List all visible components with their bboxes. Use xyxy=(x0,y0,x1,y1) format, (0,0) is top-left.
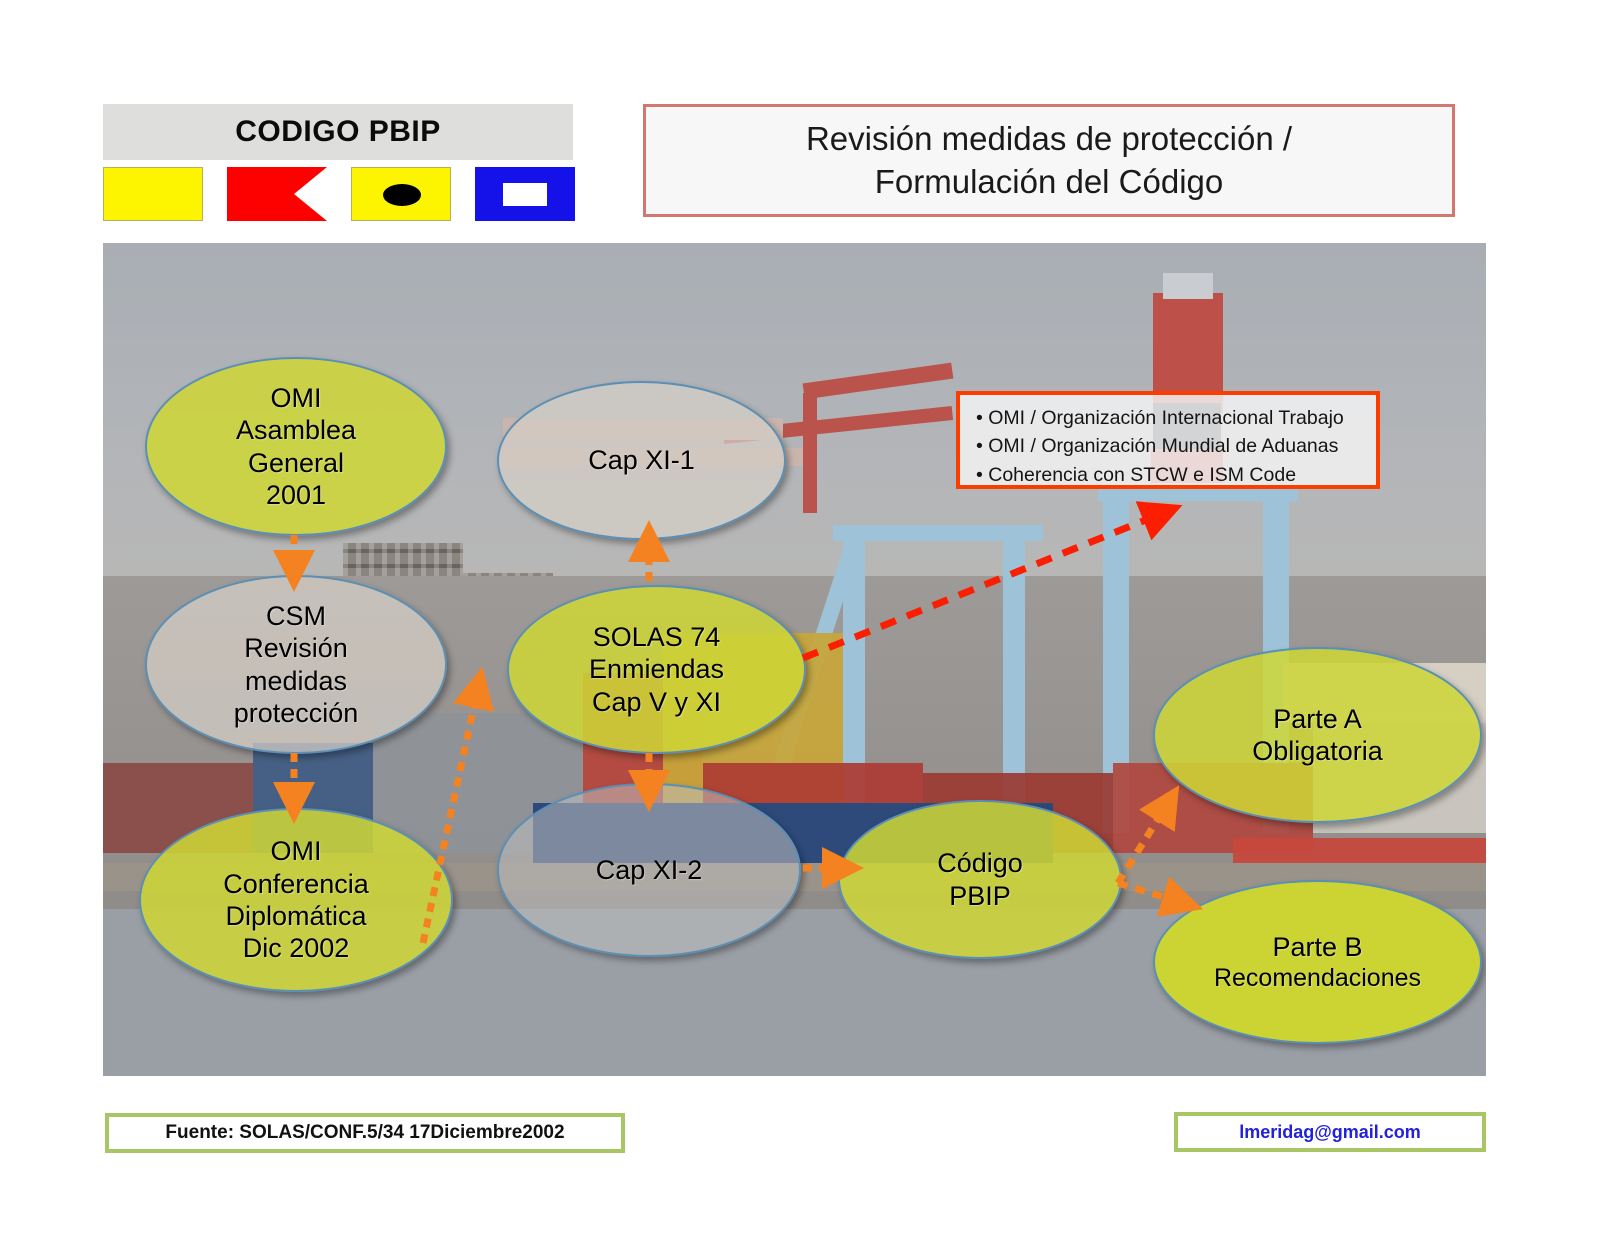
node-line: Cap XI-2 xyxy=(595,854,703,885)
node-line: General xyxy=(247,447,345,478)
node-line: Revisión xyxy=(244,633,348,664)
node-line: Cap XI-1 xyxy=(588,445,695,476)
node-omi-asamblea[interactable]: OMI Asamblea General 2001 xyxy=(145,357,447,536)
node-line: medidas xyxy=(244,665,348,696)
node-codigo-pbip[interactable]: Código PBIP xyxy=(838,800,1122,959)
flag-signal-p-icon xyxy=(475,167,575,221)
callout-bullet: • Coherencia con STCW e ISM Code xyxy=(976,463,1297,486)
node-omi-conferencia[interactable]: OMI Conferencia Diplomática Dic 2002 xyxy=(139,808,453,992)
arrow-conferencia-to-solas xyxy=(419,666,495,944)
node-line: Parte B xyxy=(1272,931,1363,962)
arrow-codigo-to-parte-a xyxy=(1115,785,1180,885)
node-line: 2001 xyxy=(265,479,327,510)
callout-bullet: • OMI / Organización Mundial de Aduanas xyxy=(976,435,1339,458)
flag-signal-b-icon xyxy=(227,167,327,221)
source-text: Fuente: SOLAS/CONF.5/34 17Diciembre2002 xyxy=(165,1122,565,1143)
node-line: OMI xyxy=(270,836,322,867)
callout-bullet: • OMI / Organización Internacional Traba… xyxy=(976,407,1344,429)
signal-flags-row xyxy=(103,167,575,225)
email-box[interactable]: lmeridag@gmail.com xyxy=(1174,1112,1486,1152)
flag-signal-i-icon2 xyxy=(351,167,451,221)
header-band: CODIGO PBIP xyxy=(103,104,573,160)
slide-title-line-2: Formulación del Código xyxy=(874,162,1224,200)
arrow-codigo-to-parte-b xyxy=(1116,876,1204,917)
node-line: Obligatoria xyxy=(1252,736,1383,766)
node-line: protección xyxy=(233,697,359,728)
node-line: Enmiendas xyxy=(588,654,725,685)
page-title: CODIGO PBIP xyxy=(235,115,441,148)
node-parte-a[interactable]: Parte A Obligatoria xyxy=(1153,647,1482,823)
node-line: Diplomática xyxy=(225,901,367,931)
slide-title-box: Revisión medidas de protección / Formula… xyxy=(643,104,1455,217)
node-line: PBIP xyxy=(949,880,1011,911)
callout-box: • OMI / Organización Internacional Traba… xyxy=(956,391,1380,489)
slide-title-line-1: Revisión medidas de protección / xyxy=(805,120,1293,158)
node-line: SOLAS 74 xyxy=(592,621,721,652)
diagram-canvas: OMI Asamblea General 2001 CSM Revisión m… xyxy=(103,243,1486,1076)
node-line: Dic 2002 xyxy=(242,933,350,964)
node-line: CSM xyxy=(265,600,326,631)
node-line: OMI xyxy=(270,382,322,413)
email-text[interactable]: lmeridag@gmail.com xyxy=(1239,1121,1421,1142)
node-line: Código xyxy=(937,848,1023,879)
node-line: Conferencia xyxy=(223,868,369,899)
node-line: Recomendaciones xyxy=(1213,964,1422,993)
node-line: Cap V y XI xyxy=(591,686,722,717)
connector-arrows xyxy=(273,501,1204,944)
node-line: Parte A xyxy=(1273,703,1362,734)
node-solas-74[interactable]: SOLAS 74 Enmiendas Cap V y XI xyxy=(507,585,806,754)
node-parte-b[interactable]: Parte B Recomendaciones xyxy=(1153,880,1482,1044)
source-box: Fuente: SOLAS/CONF.5/34 17Diciembre2002 xyxy=(105,1113,625,1153)
arrow-solas-to-callout xyxy=(801,501,1183,662)
flag-signal-i-icon xyxy=(103,167,203,221)
node-cap-xi-1[interactable]: Cap XI-1 xyxy=(497,381,786,540)
node-line: Asamblea xyxy=(235,415,357,446)
node-cap-xi-2[interactable]: Cap XI-2 xyxy=(497,783,801,957)
